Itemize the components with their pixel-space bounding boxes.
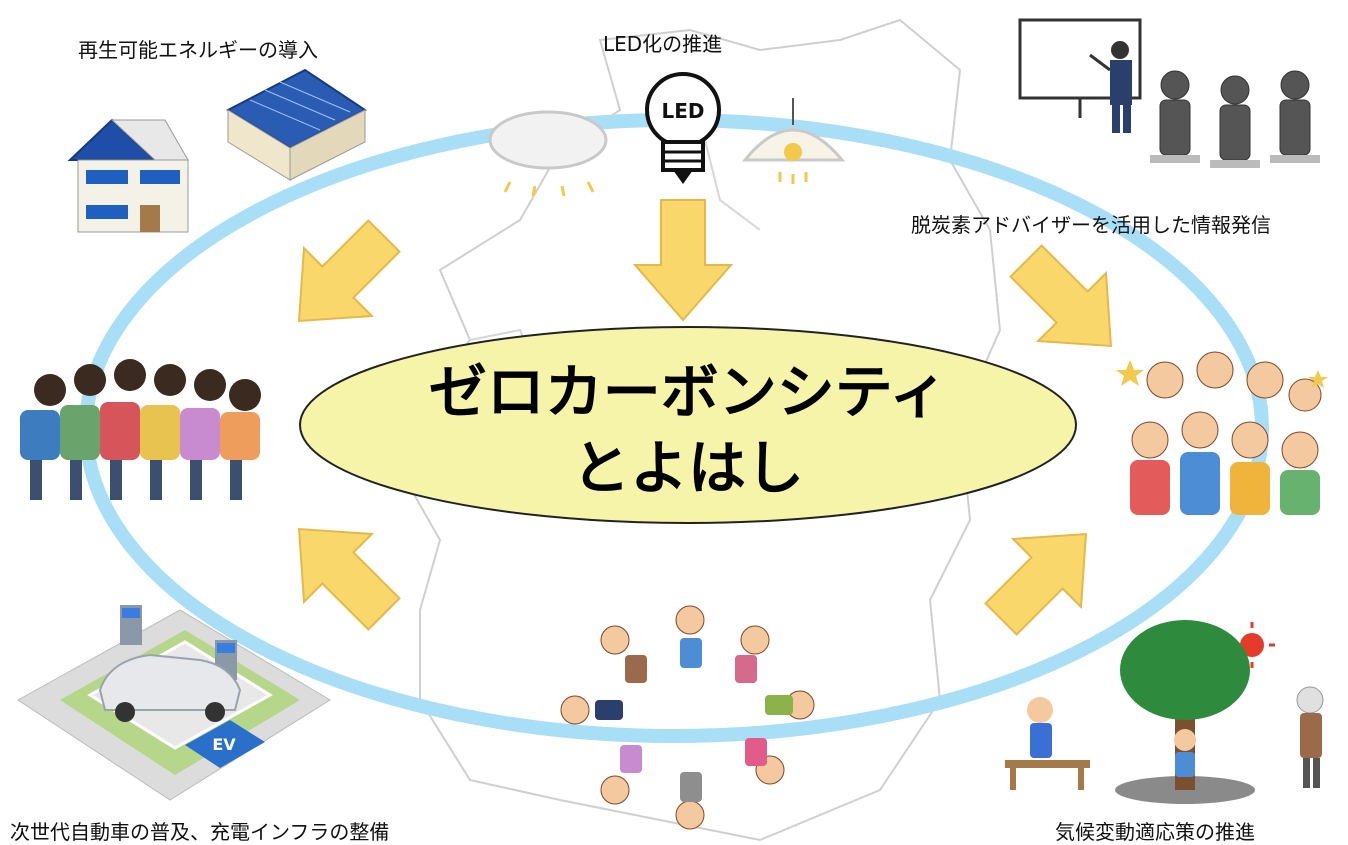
center-ellipse [299,326,1077,524]
people-circle-icon [560,605,815,830]
seminar-presentation-icon [1018,18,1320,168]
climate-adaptation-icon [1005,620,1324,804]
label-advisor-info: 脱炭素アドバイザーを活用した情報発信 [911,213,1271,237]
ev-charging-icon: EV [17,605,331,801]
arrow-bottom-left [297,527,401,631]
center-title-line2: とよはし [572,434,804,502]
label-climate-adaptation: 気候変動適応策の推進 [1055,820,1255,844]
pendant-light-icon [741,98,846,184]
led-bulb-icon: LED [645,72,721,184]
factory-solar-icon [225,68,367,181]
ev-parking-label: EV [212,735,236,754]
cheering-crowd-icon [1116,351,1328,515]
community-huddle-icon [20,359,261,500]
label-ev-infrastructure: 次世代自動車の普及、充電インフラの整備 [10,820,390,844]
label-led-promotion: LED化の推進 [603,32,723,56]
arrow-top-left [297,219,401,323]
label-renewable-energy: 再生可能エネルギーの導入 [78,38,318,62]
led-bulb-label: LED [661,99,704,123]
ceiling-light-icon [488,110,608,197]
arrow-bottom-right [984,532,1088,636]
house-solar-icon [67,118,189,233]
arrow-top-right [1009,244,1113,348]
center-title-line1: ゼロカーボンシティ [429,358,948,426]
arrow-top [632,199,734,322]
city-map-outline [398,18,1002,842]
